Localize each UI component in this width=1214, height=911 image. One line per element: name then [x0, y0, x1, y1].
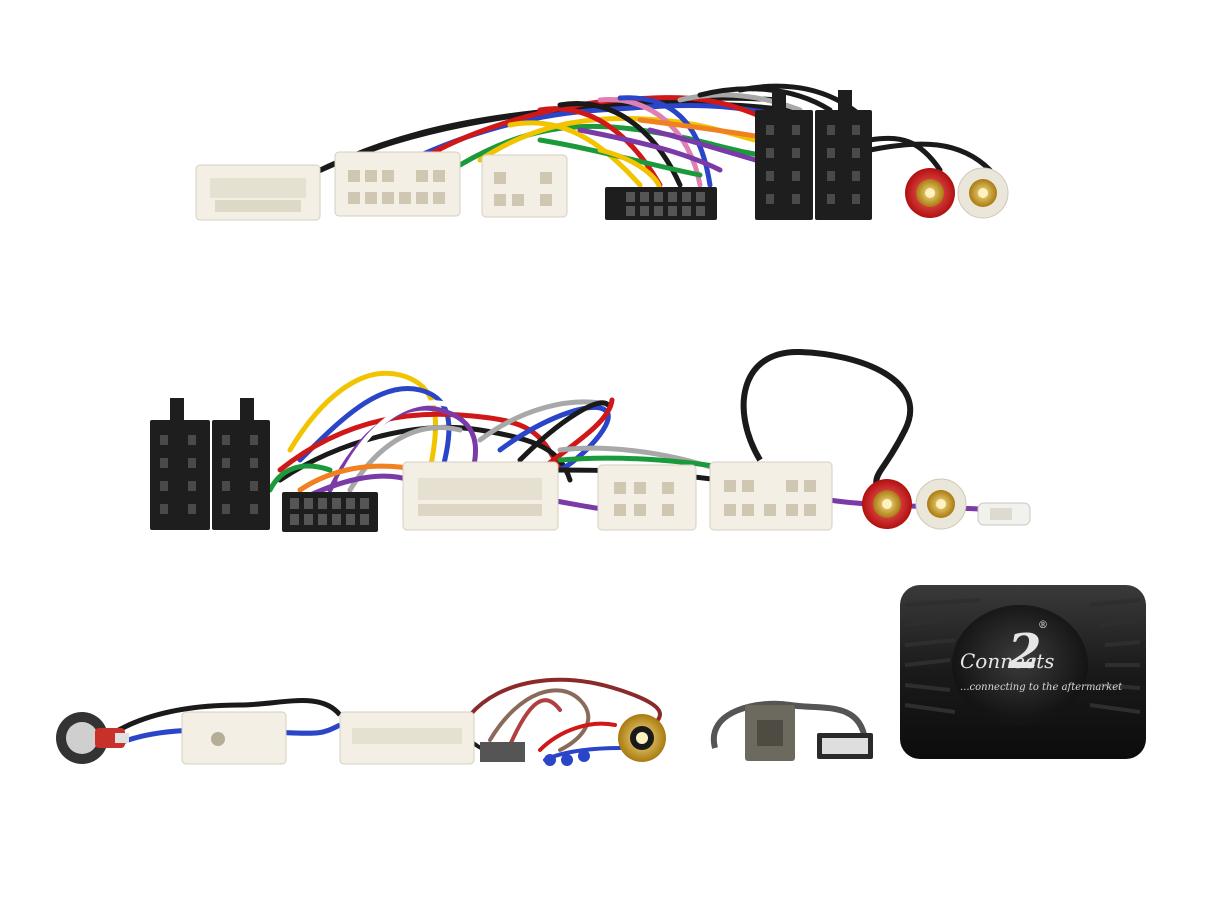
logo-script: Connects — [960, 649, 1054, 673]
white-connector — [334, 151, 461, 217]
white-connector — [195, 164, 321, 221]
black-connector — [282, 492, 378, 532]
interface-box: 2 Connects ® ...connecting to the afterm… — [900, 585, 1146, 759]
white-connector — [709, 461, 833, 531]
black-connector — [605, 187, 717, 220]
rca-plug-yellow — [618, 714, 666, 762]
rca-plug-white — [957, 167, 1009, 219]
logo-registered: ® — [1038, 620, 1048, 631]
loop-cable — [740, 348, 914, 501]
rca-plug-white — [915, 478, 967, 530]
clear-plug — [977, 502, 1031, 526]
brand-logo: 2 Connects ® ...connecting to the afterm… — [960, 620, 1123, 693]
logo-tagline: ...connecting to the aftermarket — [960, 682, 1123, 693]
white-connector — [597, 464, 697, 531]
white-connector — [402, 461, 559, 531]
antenna-adapter — [56, 698, 342, 765]
iso-connector-black — [755, 90, 872, 220]
white-connector — [481, 154, 568, 218]
iso-harness-middle — [150, 348, 1031, 532]
logo-number: 2 — [1007, 624, 1041, 680]
rca-plug-red — [905, 168, 955, 218]
iso-connector-black — [150, 398, 270, 530]
iso-harness-top — [195, 83, 1009, 221]
rca-plug-red — [862, 479, 912, 529]
camera-harness — [339, 677, 666, 766]
usb-adapter — [710, 700, 873, 761]
